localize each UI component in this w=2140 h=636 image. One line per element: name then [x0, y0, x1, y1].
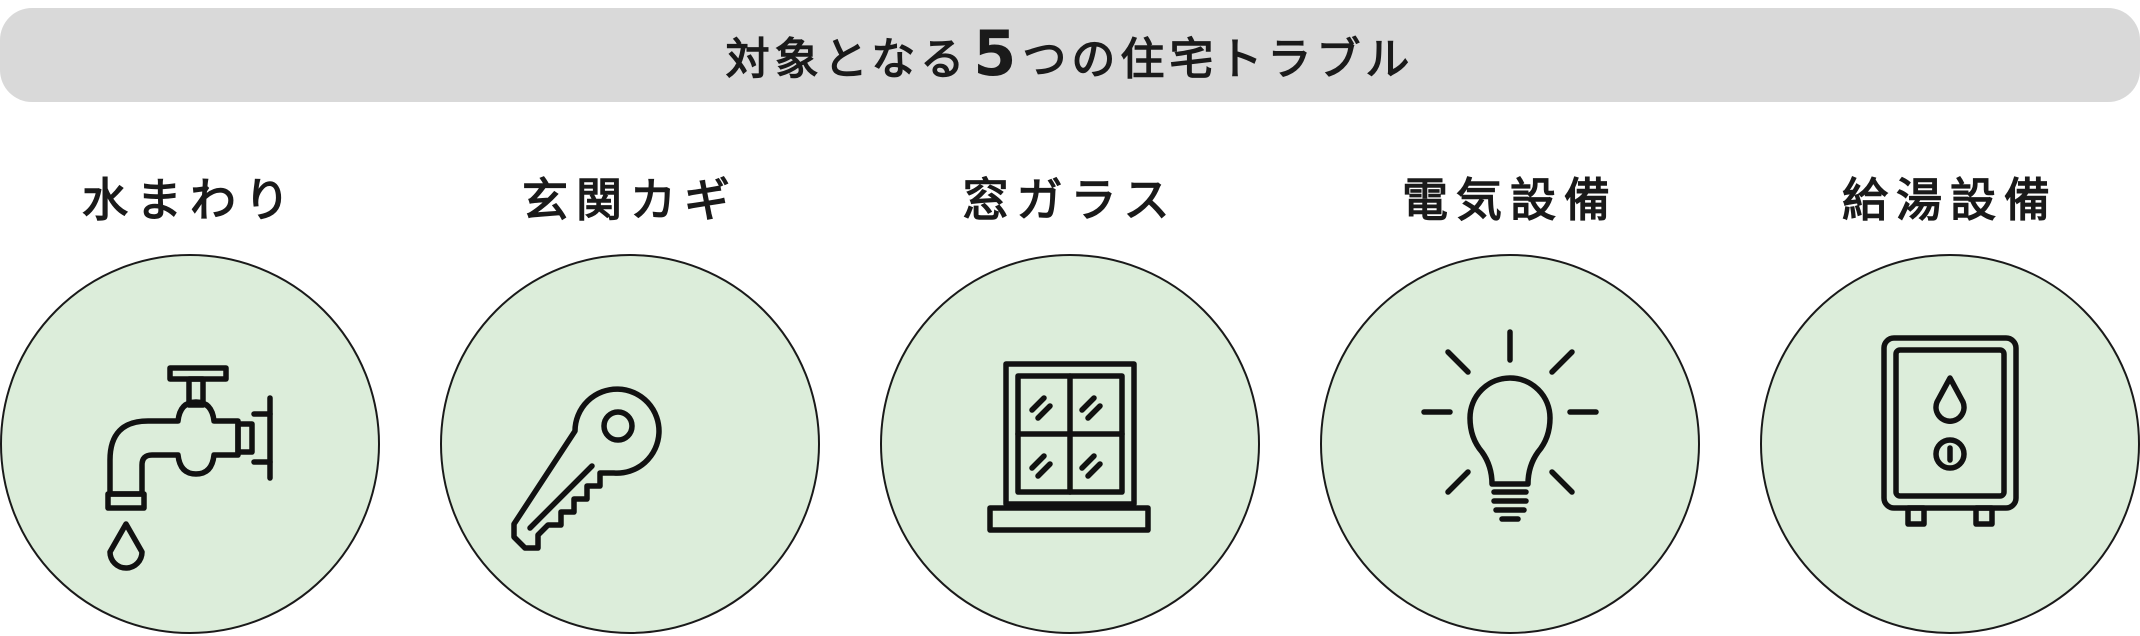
item-circle: [1760, 254, 2140, 634]
item-circle: [0, 254, 380, 634]
title-number: 5: [973, 16, 1019, 90]
item-label: 玄関カギ: [522, 173, 738, 227]
lightbulb-icon: [1421, 329, 1599, 522]
item-label: 窓ガラス: [962, 173, 1178, 227]
item-circle: [1320, 254, 1700, 634]
window-icon: [987, 361, 1151, 533]
item-circle: [880, 254, 1260, 634]
item-label: 給湯設備: [1842, 173, 2058, 227]
title-suffix: つの住宅トラブル: [1022, 34, 1415, 85]
water-heater-icon: [1881, 335, 2019, 527]
faucet-icon: [105, 365, 273, 571]
item-label: 電気設備: [1402, 173, 1618, 227]
key-icon: [511, 386, 662, 551]
item-label: 水まわり: [82, 173, 298, 227]
item-circle: [440, 254, 820, 634]
title-prefix: 対象となる: [725, 34, 970, 85]
